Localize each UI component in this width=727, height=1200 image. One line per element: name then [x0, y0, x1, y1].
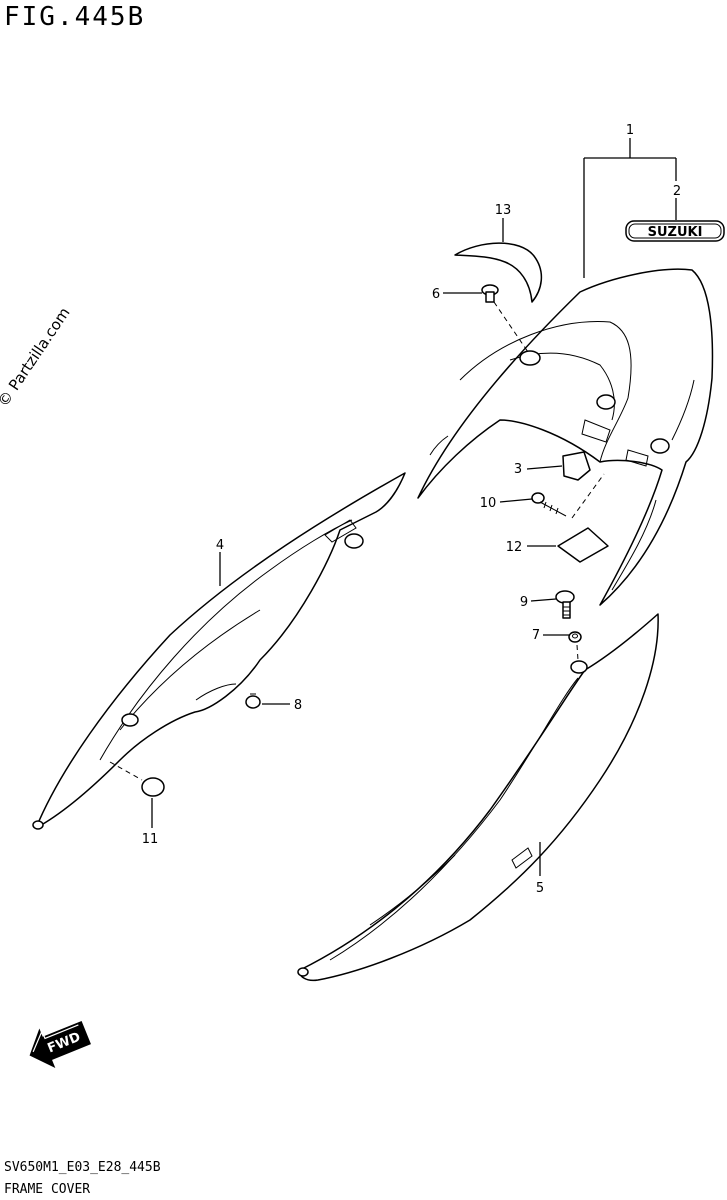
diagram-code: SV650M1_E03_E28_445B — [4, 1160, 161, 1175]
part-screw-10[interactable] — [531, 492, 567, 517]
callout-5: 5 — [536, 881, 544, 896]
figure-title: FIG.445B — [4, 2, 146, 32]
callout-9: 9 — [520, 595, 528, 610]
part-pad-12[interactable] — [557, 527, 609, 563]
part-bolt-6[interactable] — [481, 284, 499, 303]
callout-1: 1 — [626, 123, 634, 138]
callout-6: 6 — [432, 287, 440, 302]
emblem-text: SUZUKI — [648, 225, 703, 240]
callout-3: 3 — [514, 462, 522, 477]
callout-7: 7 — [532, 628, 540, 643]
callout-10: 10 — [480, 496, 497, 511]
assembly-line-7 — [576, 644, 579, 661]
callout-11: 11 — [142, 832, 159, 847]
part-tail-cover[interactable] — [417, 268, 714, 606]
callout-13: 13 — [495, 203, 512, 218]
part-emblem[interactable]: SUZUKI — [625, 220, 725, 242]
part-bolt-9[interactable] — [555, 590, 575, 619]
part-cushion[interactable] — [454, 242, 543, 303]
part-damper-3[interactable] — [562, 451, 591, 481]
assembly-line-11 — [109, 761, 143, 781]
part-grommet-11[interactable] — [141, 777, 165, 797]
part-clip-8[interactable] — [245, 693, 261, 709]
callout-4: 4 — [216, 538, 224, 553]
callout-12: 12 — [506, 540, 523, 555]
part-frame-cover-left[interactable] — [32, 472, 406, 830]
callout-8: 8 — [294, 698, 302, 713]
leader-lines — [151, 138, 677, 876]
part-nut-7[interactable] — [568, 631, 582, 643]
part-frame-cover-right[interactable] — [297, 613, 659, 982]
callout-2: 2 — [673, 184, 681, 199]
diagram-description: FRAME COVER — [4, 1182, 91, 1197]
assembly-line-6 — [493, 301, 529, 353]
assembly-line-10 — [571, 473, 605, 519]
fwd-arrow-icon: FWD — [29, 1020, 91, 1069]
